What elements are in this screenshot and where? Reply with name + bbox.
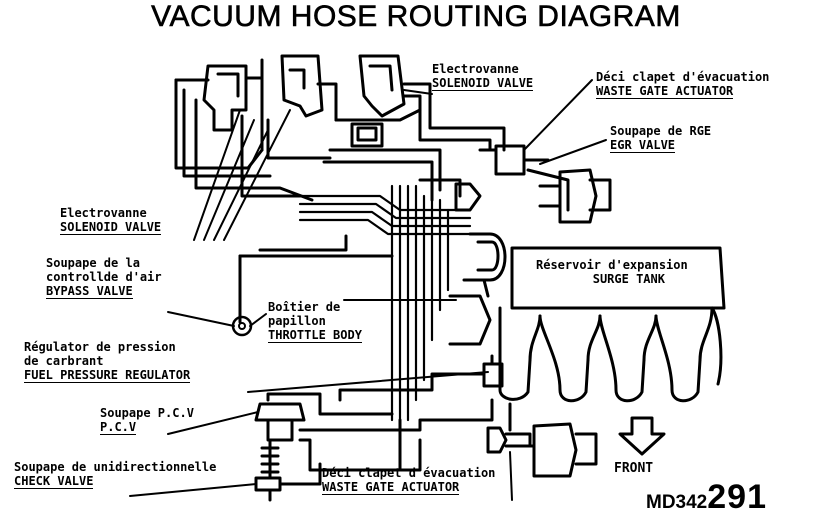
label-solenoid-top-en: SOLENOID VALVE: [432, 76, 534, 91]
label-throttle-en: THROTTLE BODY: [268, 328, 362, 343]
front-arrow: [618, 416, 666, 456]
label-solenoid-valve-top: Electrovanne SOLENOID VALVE: [432, 62, 534, 91]
solenoid-valve-center-top: [280, 54, 324, 118]
label-egr-fr: Soupape de RGE: [610, 124, 712, 138]
turbocharger-top: [538, 168, 612, 224]
label-wastegate-bottom-fr: Déci clapet d'évacuation: [322, 466, 496, 480]
diagram-title: VACUUM HOSE ROUTING DIAGRAM: [151, 0, 681, 33]
label-pcv-valve: Soupape P.C.V P.C.V: [100, 406, 194, 435]
wastegate-actuator-bottom: [486, 426, 532, 454]
label-wastegate-top-fr: Déci clapet d'évacuation: [596, 70, 770, 84]
turbocharger-bottom: [518, 422, 598, 478]
label-throttle-body: Boîtier de papillon THROTTLE BODY: [268, 300, 362, 343]
small-valve: [350, 122, 384, 148]
solenoid-valve-right-top: [358, 54, 406, 118]
label-fuel-pressure-regulator: Régulator de pression de carbrant FUEL P…: [24, 340, 191, 383]
label-solenoid-top-fr: Electrovanne: [432, 62, 519, 76]
bottom-hose: [278, 398, 512, 486]
hose-bundle-left: [174, 58, 332, 202]
bypass-valve: [231, 315, 253, 337]
leader-lines: [129, 79, 607, 501]
label-fuel-fr2: de carbrant: [24, 354, 104, 368]
label-fuel-fr1: Régulator de pression: [24, 340, 176, 354]
label-bypass-en: BYPASS VALVE: [46, 284, 133, 299]
label-surge-tank: Réservoir d'expansion SURGE TANK: [536, 258, 688, 286]
pcv-valve: [254, 392, 394, 442]
diagram-code: MD342291: [646, 478, 767, 517]
label-wastegate-bottom-en: WASTE GATE ACTUATOR: [322, 480, 460, 495]
label-throttle-fr2: papillon: [268, 314, 326, 328]
label-egr-en: EGR VALVE: [610, 138, 676, 153]
label-fuel-en: FUEL PRESSURE REGULATOR: [24, 368, 191, 383]
label-pcv-en: P.C.V: [100, 420, 137, 435]
label-surge-fr: Réservoir d'expansion: [536, 258, 688, 272]
label-wastegate-top-en: WASTE GATE ACTUATOR: [596, 84, 734, 99]
label-throttle-fr1: Boîtier de: [268, 300, 341, 314]
diagram-code-suffix: 291: [707, 478, 767, 516]
label-wastegate-top: Déci clapet d'évacuation WASTE GATE ACTU…: [596, 70, 769, 99]
check-valve: [254, 438, 282, 502]
fuel-pressure-regulator: [338, 354, 504, 402]
label-solenoid-valve-left: Electrovanne SOLENOID VALVE: [60, 206, 162, 235]
diagram-code-prefix: MD342: [646, 492, 708, 513]
label-bypass-fr1: Soupape de la: [46, 256, 140, 270]
throttle-body-part: [448, 278, 492, 346]
bypass-hose: [238, 234, 394, 324]
label-surge-en: SURGE TANK: [592, 272, 665, 286]
label-check-fr: Soupape de unidirectionnelle: [14, 460, 217, 474]
label-pcv-fr: Soupape P.C.V: [100, 406, 194, 420]
wastegate-actuator-top: [454, 182, 482, 212]
label-front: FRONT: [614, 461, 654, 476]
label-bypass-valve: Soupape de la controllde d'air BYPASS VA…: [46, 256, 162, 299]
surge-tank: [468, 232, 726, 310]
label-solenoid-left-fr: Electrovanne: [60, 206, 147, 220]
label-solenoid-left-en: SOLENOID VALVE: [60, 220, 162, 235]
label-check-valve: Soupape de unidirectionnelle CHECK VALVE: [14, 460, 216, 489]
hose-bundle-top: [316, 82, 506, 202]
label-wastegate-bottom: Déci clapet d'évacuation WASTE GATE ACTU…: [322, 466, 495, 495]
label-egr-valve: Soupape de RGE EGR VALVE: [610, 124, 711, 153]
intake-manifold-runners: [498, 306, 723, 403]
label-check-en: CHECK VALVE: [14, 474, 94, 489]
label-bypass-fr2: controllde d'air: [46, 270, 162, 284]
egr-valve: [478, 144, 570, 212]
